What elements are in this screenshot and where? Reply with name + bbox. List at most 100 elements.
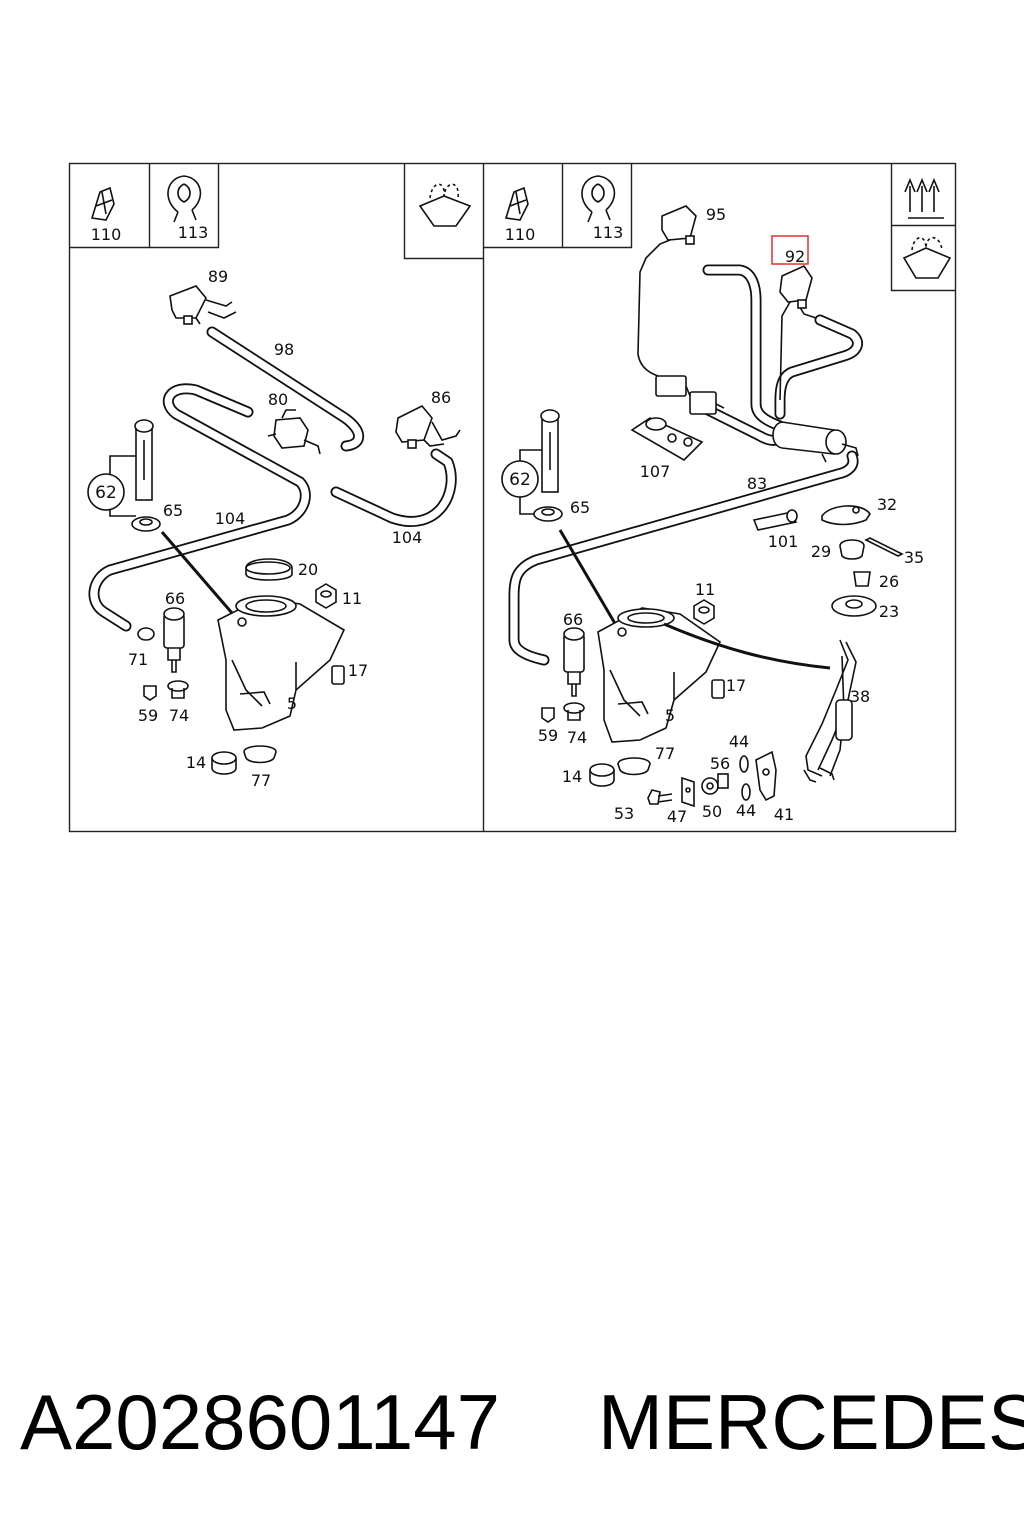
label-17: 17 xyxy=(348,661,368,680)
label-104: 104 xyxy=(215,509,246,528)
hose-clamp-icon xyxy=(167,175,202,223)
label-65: 65 xyxy=(570,498,590,517)
cap-20 xyxy=(245,558,293,581)
label-14: 14 xyxy=(186,753,206,772)
label-20: 20 xyxy=(298,560,318,579)
label-41: 41 xyxy=(774,805,794,824)
strap-35 xyxy=(864,537,904,557)
hose-98 xyxy=(206,326,365,452)
valve-74 xyxy=(563,702,585,721)
grommet-14 xyxy=(589,763,615,787)
windshield-washer-icon xyxy=(902,236,952,279)
hose-104-right xyxy=(330,448,457,527)
label-77: 77 xyxy=(251,771,271,790)
windshield-washer-icon xyxy=(418,183,472,227)
check-valve-80 xyxy=(267,409,321,455)
cap-32 xyxy=(821,505,871,526)
label-53: 53 xyxy=(614,804,634,823)
label-66: 66 xyxy=(563,610,583,629)
label-113: 113 xyxy=(593,223,624,242)
hose-loop xyxy=(690,264,863,446)
hose-clamp-icon xyxy=(581,175,616,223)
seal-23 xyxy=(831,595,877,617)
label-35: 35 xyxy=(904,548,924,567)
label-83: 83 xyxy=(747,474,767,493)
left-panel-labels: 110 113 89 98 80 86 65 104 104 20 11 66 … xyxy=(91,223,451,790)
label-29: 29 xyxy=(811,542,831,561)
label-38: 38 xyxy=(850,687,870,706)
label-71: 71 xyxy=(128,650,148,669)
washer-tank-5 xyxy=(217,595,346,731)
bolt-53 xyxy=(647,789,673,805)
nozzle-89 xyxy=(169,285,237,325)
level-sensor-62: 62 xyxy=(501,409,560,515)
washer-tank-5 xyxy=(597,607,722,743)
label-26: 26 xyxy=(879,572,899,591)
heater-107 xyxy=(630,417,704,461)
washer-44b xyxy=(741,783,751,801)
label-47: 47 xyxy=(667,807,687,826)
label-77: 77 xyxy=(655,744,675,763)
label-80: 80 xyxy=(268,390,288,409)
label-14: 14 xyxy=(562,767,582,786)
nozzle-86 xyxy=(395,405,461,449)
label-101: 101 xyxy=(768,532,799,551)
cap-29 xyxy=(839,539,865,560)
label-86: 86 xyxy=(431,388,451,407)
label-44: 44 xyxy=(736,801,756,820)
callout-62: 62 xyxy=(95,483,117,503)
level-sensor-62: 62 xyxy=(87,419,154,517)
nut-56 xyxy=(717,773,729,789)
clamp-71 xyxy=(137,627,155,641)
plug-59 xyxy=(541,707,555,723)
brand-name: MERCEDES xyxy=(598,1378,1024,1466)
clip-17 xyxy=(711,679,725,699)
label-23: 23 xyxy=(879,602,899,621)
label-110: 110 xyxy=(505,225,536,244)
diagram-frame xyxy=(68,162,957,833)
label-32: 32 xyxy=(877,495,897,514)
label-59: 59 xyxy=(138,706,158,725)
label-50: 50 xyxy=(702,802,722,821)
heater-valve-unit xyxy=(772,421,859,463)
grommet-65 xyxy=(533,506,563,522)
grommet-26 xyxy=(853,571,871,587)
label-56: 56 xyxy=(710,754,730,773)
label-11: 11 xyxy=(342,589,362,608)
label-92: 92 xyxy=(785,247,805,266)
right-panel-labels: 110 113 95 92 65 107 83 32 101 29 35 26 … xyxy=(505,205,924,826)
nozzle-92 xyxy=(779,264,817,401)
label-5: 5 xyxy=(665,706,675,725)
clip-17 xyxy=(331,665,345,685)
bracket-47 xyxy=(681,776,695,808)
pump-66 xyxy=(163,607,185,673)
nut-11 xyxy=(315,583,337,609)
washer-50 xyxy=(701,777,719,795)
callout-62: 62 xyxy=(509,470,531,490)
grommet-77 xyxy=(617,757,651,776)
washer-44 xyxy=(739,755,749,773)
grommet-14 xyxy=(211,751,237,775)
label-98: 98 xyxy=(274,340,294,359)
label-74: 74 xyxy=(567,728,587,747)
nozzle-95 xyxy=(637,205,697,379)
grommet-77 xyxy=(243,745,277,764)
grommet-65 xyxy=(131,516,161,532)
clip-icon xyxy=(504,186,529,221)
label-89: 89 xyxy=(208,267,228,286)
label-74: 74 xyxy=(169,706,189,725)
label-95: 95 xyxy=(706,205,726,224)
nut-11 xyxy=(693,599,715,625)
plug-59 xyxy=(143,685,157,701)
label-17: 17 xyxy=(726,676,746,695)
label-110: 110 xyxy=(91,225,122,244)
label-11: 11 xyxy=(695,580,715,599)
heated-nozzle-icon xyxy=(904,177,944,219)
part-number: A2028601147 xyxy=(20,1378,501,1466)
sensor-41 xyxy=(755,750,777,802)
label-65: 65 xyxy=(163,501,183,520)
label-107: 107 xyxy=(640,462,671,481)
hose-83 xyxy=(508,450,859,666)
clip-icon xyxy=(90,186,115,221)
